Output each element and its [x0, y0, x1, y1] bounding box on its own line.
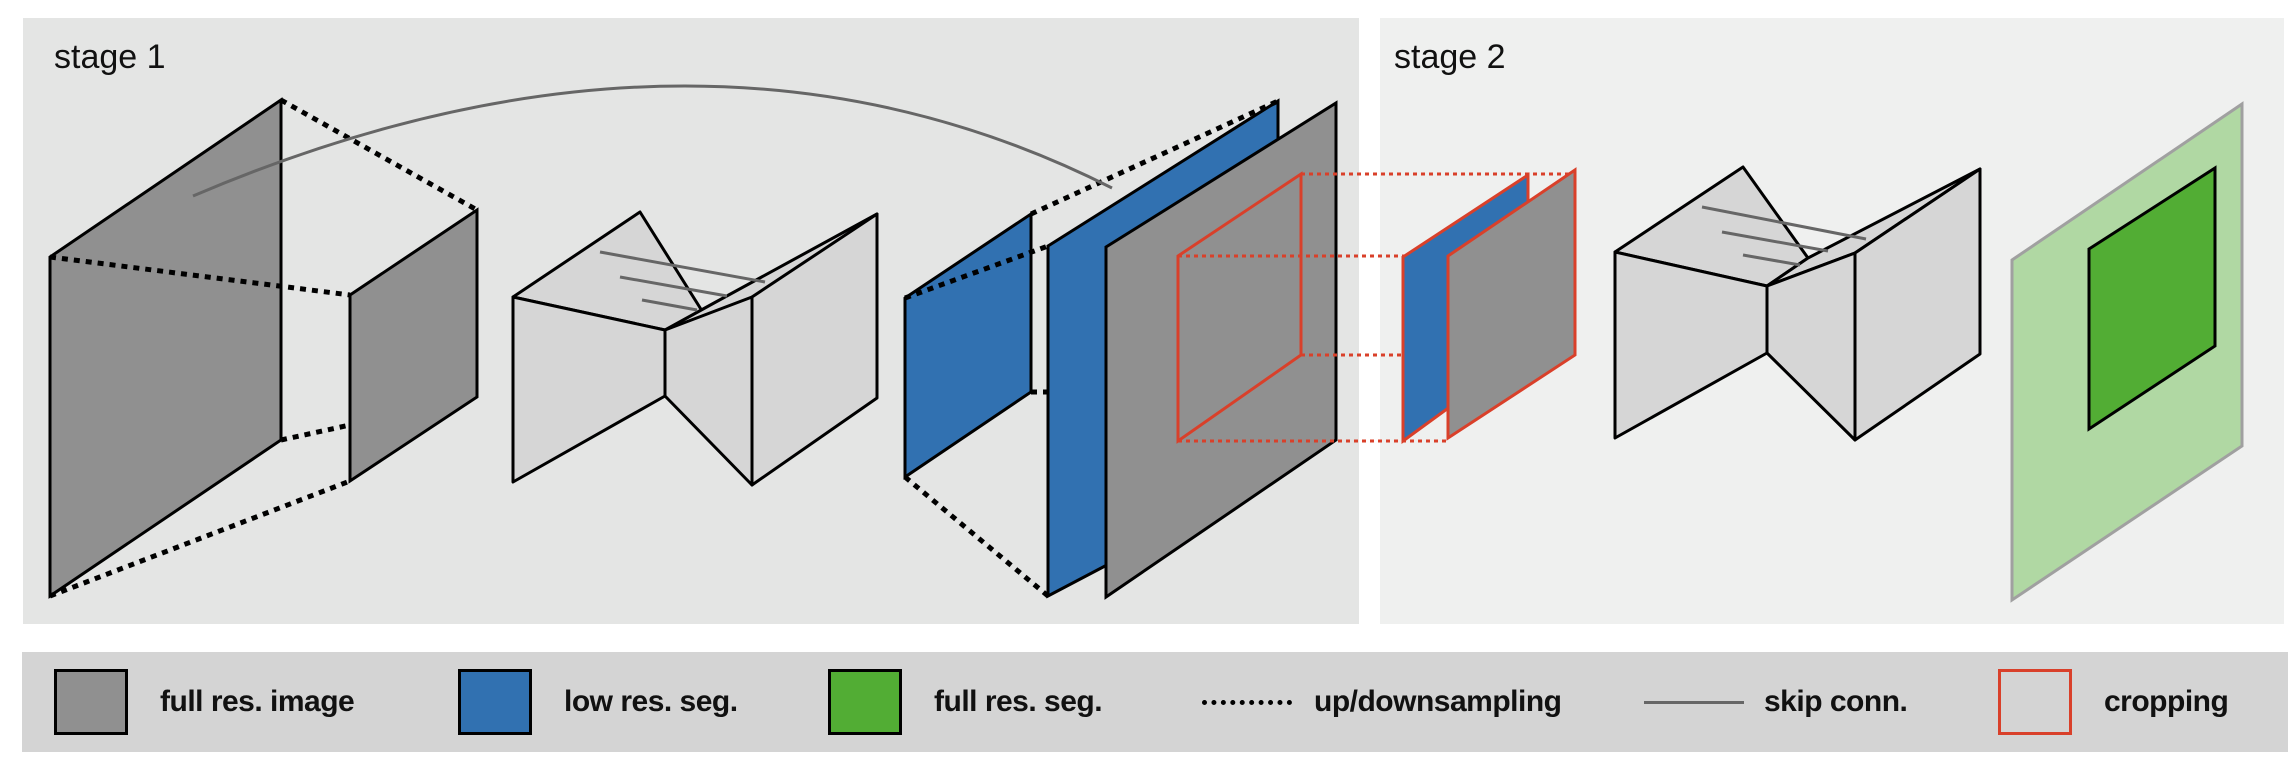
- upsampling-lines: [903, 98, 1280, 598]
- full-res-image-swatch-icon: [54, 669, 128, 735]
- low-res-seg-swatch-icon: [458, 669, 532, 735]
- legend-item-cropping: cropping: [1998, 652, 2229, 752]
- stage-1-label: stage 1: [54, 38, 166, 76]
- legend-label: full res. seg.: [934, 685, 1103, 718]
- full-res-seg-swatch-icon: [828, 669, 902, 735]
- legend-item-full-res-image: full res. image: [54, 652, 355, 752]
- legend-item-low-res-seg: low res. seg.: [458, 652, 738, 752]
- legend-label: full res. image: [160, 685, 355, 718]
- legend-label: cropping: [2104, 685, 2229, 718]
- downsampled-image: [348, 207, 479, 484]
- legend-item-skip-conn: skip conn.: [1644, 652, 1908, 752]
- stage-2-network: [1613, 165, 1982, 442]
- skip-connection-arc: [192, 84, 1113, 198]
- legend-label: low res. seg.: [564, 685, 738, 718]
- full-res-image-copy: [1104, 100, 1338, 600]
- legend-label: up/downsampling: [1314, 685, 1562, 718]
- stage-1-network: [511, 210, 879, 487]
- dotted-line-icon: [1202, 699, 1292, 705]
- cropping-outline-icon: [1998, 669, 2072, 735]
- legend-item-updownsampling: up/downsampling: [1202, 652, 1562, 752]
- legend: full res. image low res. seg. full res. …: [22, 652, 2288, 752]
- pipeline-diagram: [23, 18, 2284, 624]
- legend-item-full-res-seg: full res. seg.: [828, 652, 1103, 752]
- stage-2-label: stage 2: [1394, 38, 1506, 76]
- solid-line-icon: [1644, 700, 1744, 704]
- cropped-image: [1446, 167, 1577, 441]
- downsampling-lines: [49, 97, 479, 599]
- full-res-seg-output: [2087, 165, 2217, 432]
- legend-label: skip conn.: [1764, 685, 1908, 718]
